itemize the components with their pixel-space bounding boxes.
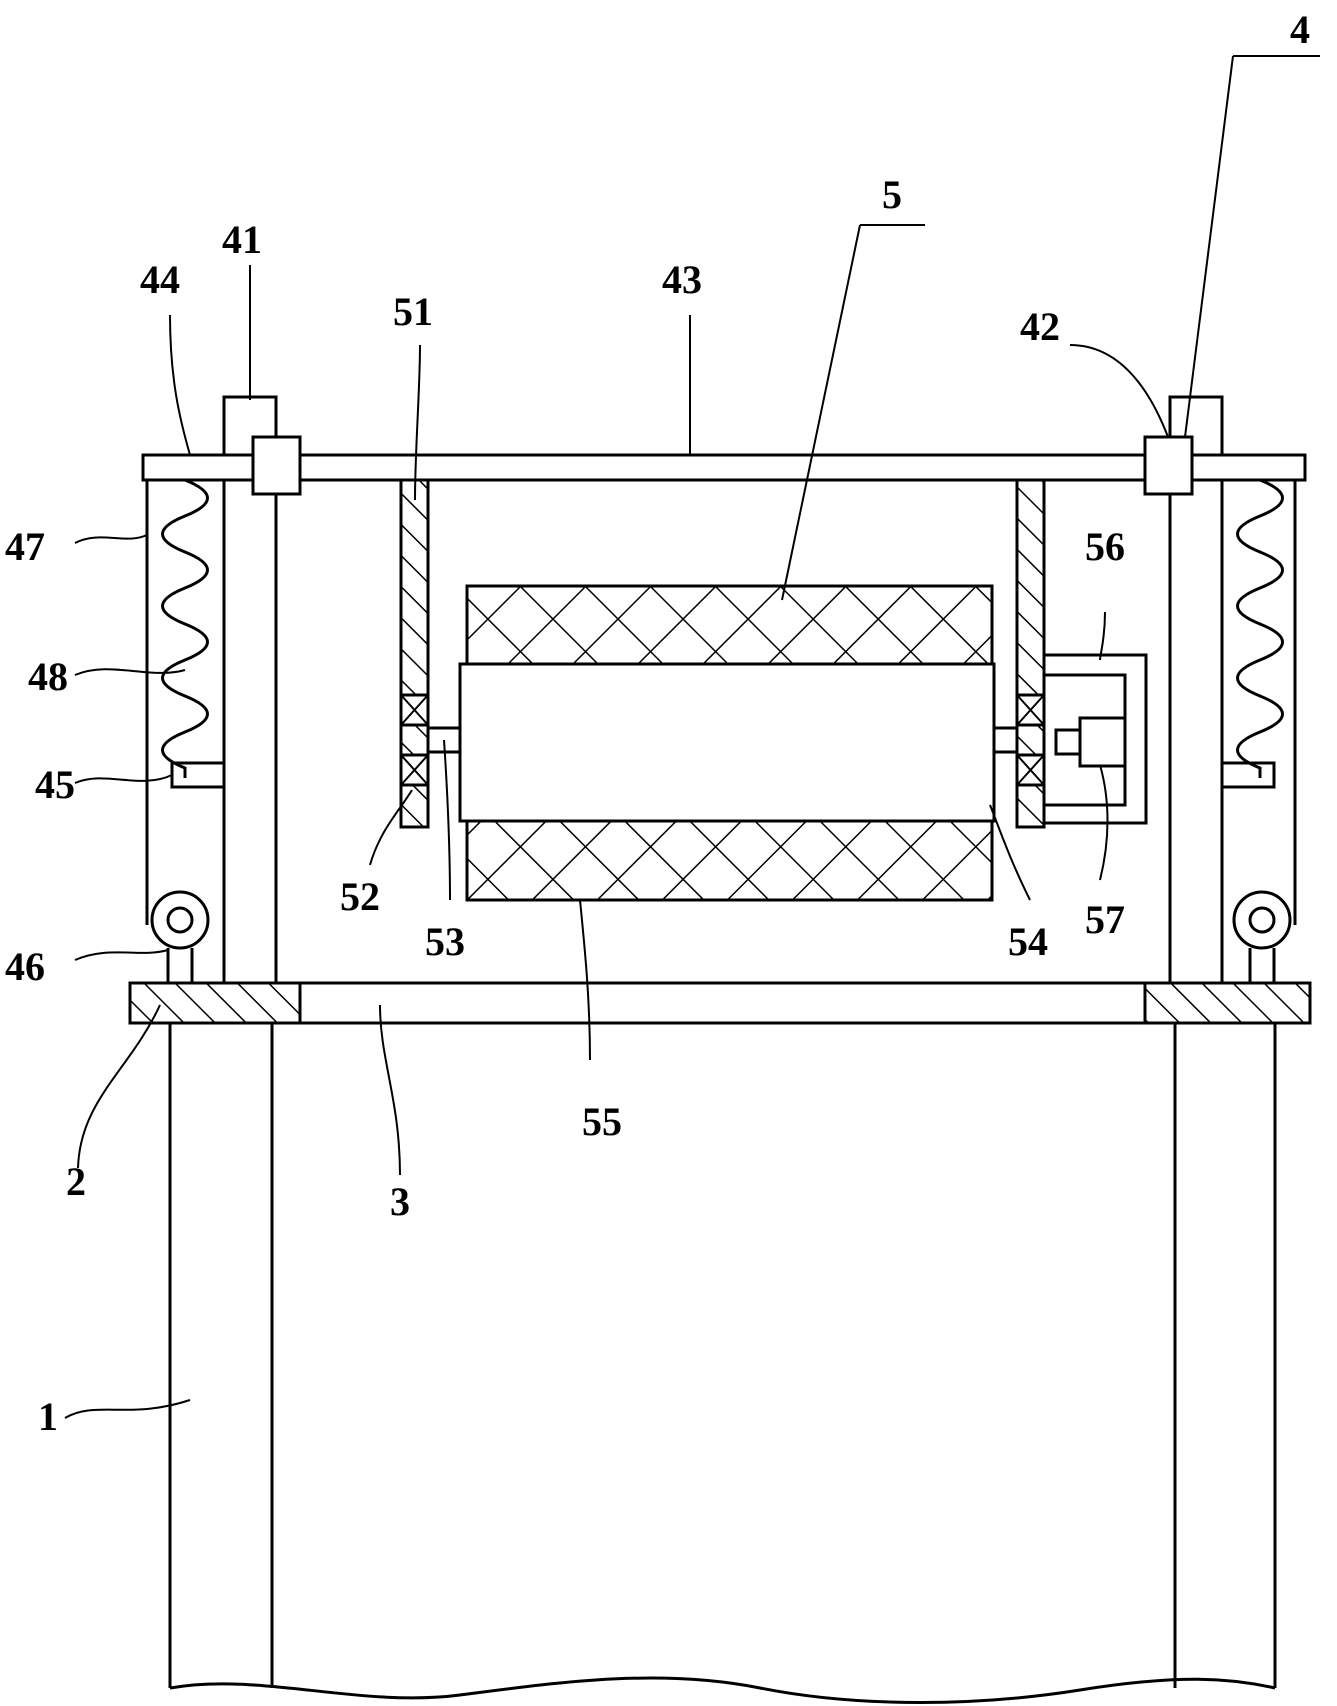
label-48: 48 (28, 654, 68, 699)
label-53: 53 (425, 919, 465, 964)
base-column (168, 1023, 1277, 1704)
label-51: 51 (393, 289, 433, 334)
label-44: 44 (140, 257, 180, 302)
roller-assembly (426, 584, 1058, 902)
label-41: 41 (222, 217, 262, 262)
label-46: 46 (5, 944, 45, 989)
label-47: 47 (5, 524, 45, 569)
label-2: 2 (66, 1159, 86, 1204)
leader-lines (64, 55, 1320, 1419)
label-5: 5 (882, 172, 902, 217)
label-45: 45 (35, 762, 75, 807)
label-57: 57 (1085, 897, 1125, 942)
label-3: 3 (390, 1179, 410, 1224)
label-1: 1 (38, 1394, 58, 1439)
top-plate (128, 981, 1312, 1025)
label-56: 56 (1085, 524, 1125, 569)
label-54: 54 (1008, 919, 1048, 964)
motor-assembly (1042, 653, 1148, 825)
part-labels: 1 2 3 4 5 41 42 43 44 45 46 47 48 51 52 … (5, 7, 1310, 1439)
label-43: 43 (662, 257, 702, 302)
label-55: 55 (582, 1099, 622, 1144)
bearing-left (399, 693, 430, 787)
hanging-plates (399, 478, 1046, 829)
label-42: 42 (1020, 304, 1060, 349)
label-4: 4 (1290, 7, 1310, 52)
label-52: 52 (340, 874, 380, 919)
top-beam (141, 435, 1307, 496)
